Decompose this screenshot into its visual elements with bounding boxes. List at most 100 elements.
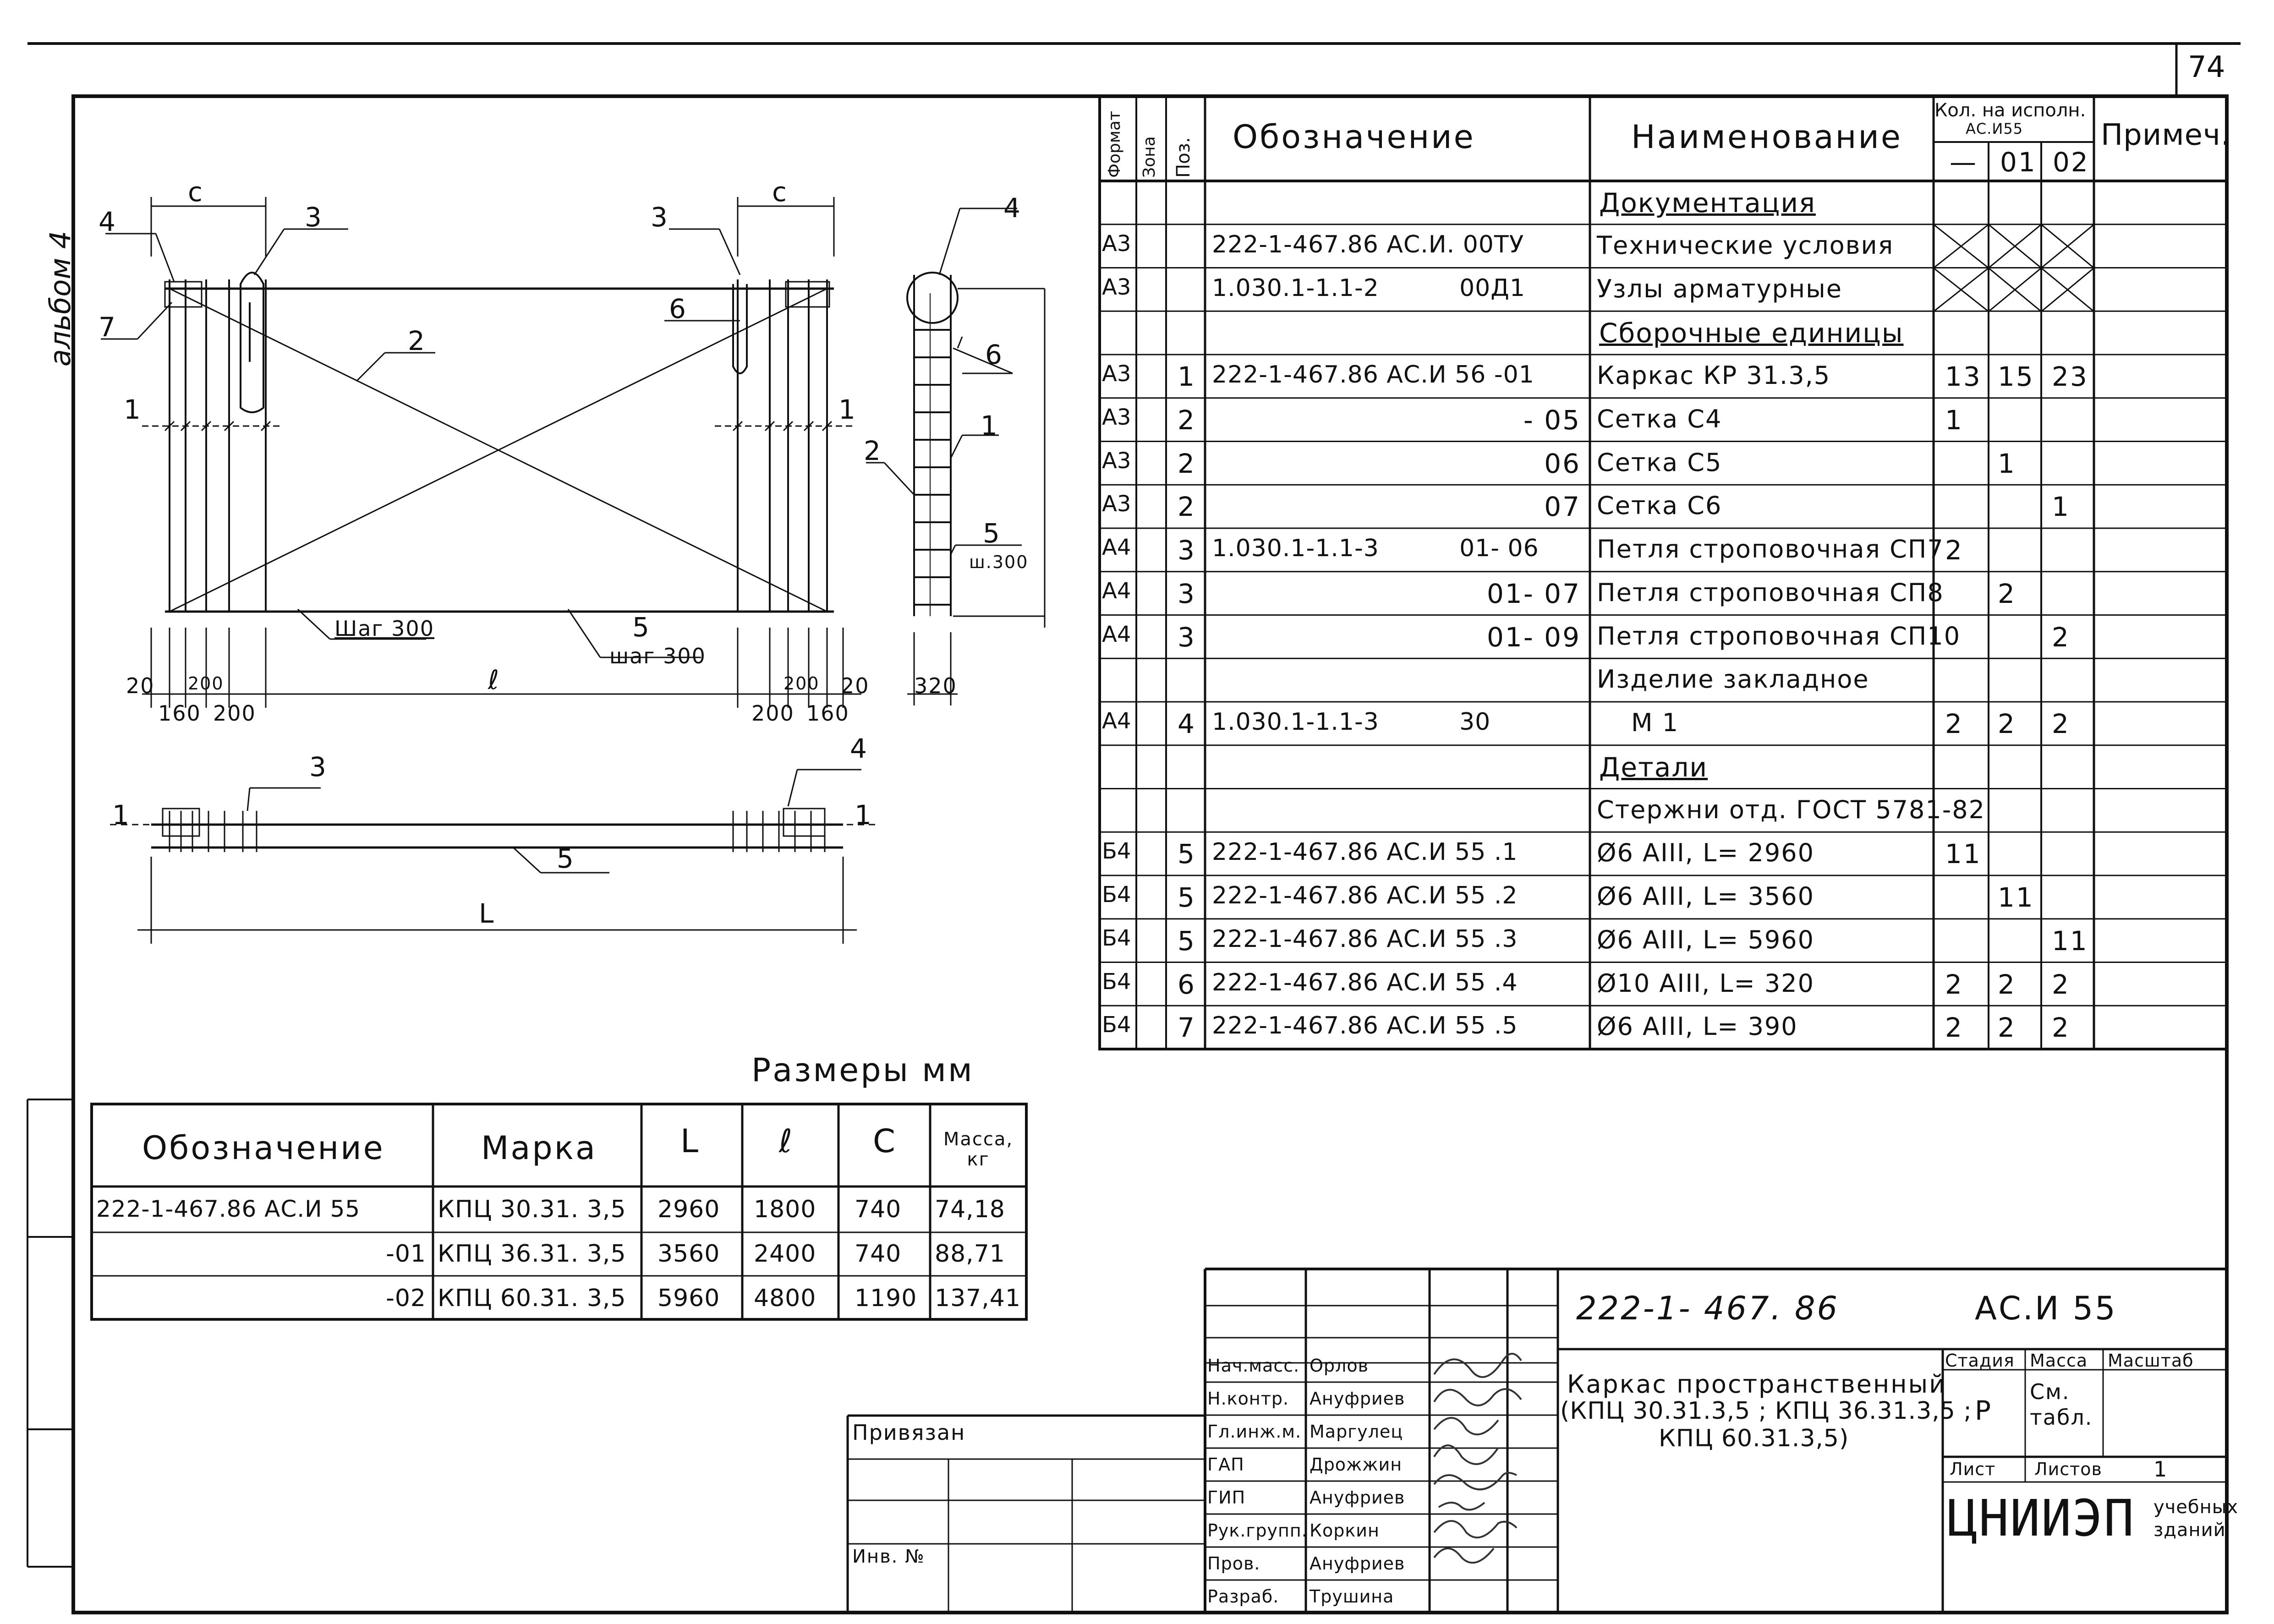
spec-row-qty1: 15	[1998, 361, 2034, 392]
spec-row-pos: 1	[1178, 361, 1196, 392]
spec-row-format: А4	[1102, 578, 1131, 604]
spec-row-name: Изделие закладное	[1597, 665, 1869, 694]
spec-row-pos: 2	[1178, 491, 1196, 523]
spec-row-designation: 1.030.1-1.1-3 01- 06	[1212, 535, 1539, 562]
spec-row-pos: 7	[1178, 1012, 1196, 1044]
spec-row-designation: 06	[1544, 448, 1581, 479]
dim-l-small: ℓ	[488, 664, 500, 695]
spec-row-name: Сетка С6	[1597, 491, 1722, 520]
sizes-cell-3: 4800	[754, 1285, 816, 1312]
label-pos6-side: 6	[985, 339, 1003, 370]
sizes-table-grid	[90, 1103, 1028, 1321]
bar-tick	[224, 421, 235, 432]
bar-tick	[260, 421, 271, 432]
spec-row-format: Б4	[1102, 925, 1131, 951]
title-sheets-hdr: Листов	[2034, 1459, 2102, 1479]
bar-tick	[803, 421, 814, 432]
spec-row-designation: 222-1-467.86 АС.И 55 .4	[1212, 968, 1518, 996]
spec-row-name: Ø6 АIII, L= 3560	[1597, 882, 1814, 911]
spec-row-name: Ø6 АIII, L= 5960	[1597, 925, 1814, 954]
spec-row-name: Ø6 АIII, L= 2960	[1597, 838, 1814, 868]
spec-row-qty0: 2	[1945, 535, 1963, 566]
sizes-cell-0: -02	[386, 1285, 426, 1312]
spec-header-qty-col1: 01	[2000, 147, 2037, 178]
label-pos2-side: 2	[864, 435, 882, 466]
label-c-left: c	[188, 176, 204, 208]
spec-row-designation: 01- 07	[1487, 578, 1581, 609]
person-name: Дрожжин	[1310, 1454, 1403, 1475]
person-role: ГИП	[1207, 1487, 1246, 1508]
spec-row-name: М 1	[1631, 708, 1679, 737]
spec-row-qty1: 2	[1998, 968, 2016, 1000]
spec-row-designation: 222-1-467.86 АС.И 55 .5	[1212, 1012, 1518, 1040]
spec-row-format: А3	[1102, 404, 1131, 430]
person-name: Ануфриев	[1310, 1487, 1405, 1508]
sizes-cell-2: 2960	[658, 1196, 720, 1223]
person-name: Трушина	[1310, 1586, 1394, 1607]
label-pos5-plan: 5	[557, 843, 575, 874]
spec-row-pos: 2	[1178, 404, 1196, 436]
spec-row-pos: 5	[1178, 882, 1196, 913]
spec-row-pos: 4	[1178, 708, 1196, 739]
spec-row-name: Ø6 АIII, L= 390	[1597, 1012, 1798, 1041]
front-view-ticks	[164, 421, 833, 432]
title-stage: Р	[1975, 1395, 1992, 1426]
spec-row-designation: 222-1-467.86 АС.И. 00ТУ	[1212, 230, 1524, 258]
spec-row-pos: 3	[1178, 535, 1196, 566]
spec-row-qty2: 2	[2052, 968, 2070, 1000]
spec-row-name: Стержни отд. ГОСТ 5781-82	[1597, 795, 1985, 824]
title-inv: Инв. №	[852, 1546, 925, 1567]
sizes-header-mark: Марка	[481, 1129, 597, 1167]
spec-row-name: Сетка С5	[1597, 448, 1722, 477]
spec-row-pos: 5	[1178, 925, 1196, 957]
spec-row-format: А3	[1102, 230, 1131, 257]
spec-row-format: Б4	[1102, 838, 1131, 864]
label-pos3-plan: 3	[309, 751, 328, 782]
spec-row-qty0: 2	[1945, 968, 1963, 1000]
title-mass-hdr: Масса	[2030, 1351, 2088, 1371]
dim-L-plan: L	[479, 898, 495, 929]
label-step-300-lower: шаг 300	[609, 644, 706, 668]
dim-200-left2: 200	[213, 701, 256, 726]
spec-row-qty0: 1	[1945, 404, 1963, 436]
dim-20-right: 20	[841, 673, 870, 698]
spec-row-qty2: 11	[2052, 925, 2088, 957]
person-role: Гл.инж.м.	[1207, 1422, 1302, 1442]
spec-row-format: А3	[1102, 448, 1131, 474]
sizes-header-l: ℓ	[779, 1122, 794, 1160]
spec-row-pos: 6	[1178, 968, 1196, 1000]
dim-20-left: 20	[126, 673, 155, 698]
spec-row-format: А4	[1102, 708, 1131, 734]
spec-row-designation: 222-1-467.86 АС.И 56 -01	[1212, 361, 1534, 388]
spec-row-designation: 1.030.1-1.1-2 00Д1	[1212, 274, 1525, 302]
title-doc-code: 222-1- 467. 86	[1576, 1290, 1840, 1327]
title-sheets: 1	[2153, 1457, 2168, 1482]
person-role: ГАП	[1207, 1454, 1244, 1475]
title-block-grid	[846, 1268, 2227, 1613]
bar-tick	[822, 421, 833, 432]
side-view	[866, 208, 1046, 705]
sizes-cell-4: 740	[855, 1240, 902, 1268]
spec-row-designation: 222-1-467.86 АС.И 55 .3	[1212, 925, 1518, 953]
spec-row-name: Каркас КР 31.3,5	[1597, 361, 1831, 390]
spec-row-qty0: 2	[1945, 708, 1963, 739]
sizes-cell-1: КПЦ 30.31. 3,5	[438, 1196, 626, 1223]
sizes-cell-4: 1190	[855, 1285, 917, 1312]
spec-row-name: Детали	[1599, 751, 1708, 783]
dim-160-right: 160	[806, 701, 849, 726]
spec-header-note: Примеч.	[2101, 118, 2231, 152]
spec-header-qty-sub: АС.И55	[1966, 120, 2023, 137]
person-role: Пров.	[1207, 1553, 1260, 1574]
title-sheet-hdr: Лист	[1950, 1459, 1996, 1479]
sizes-cell-5: 137,41	[935, 1285, 1021, 1312]
spec-row-format: Б4	[1102, 968, 1131, 995]
spec-row-format: Б4	[1102, 1012, 1131, 1038]
album-label: альбом 4	[44, 230, 77, 366]
label-pos5-side: 5	[983, 518, 1001, 549]
spec-row-name: Ø10 АIII, L= 320	[1597, 968, 1814, 998]
spec-row-qty2: 1	[2052, 491, 2070, 523]
bar-tick	[180, 421, 191, 432]
sizes-title: Размеры мм	[751, 1051, 974, 1089]
sizes-cell-5: 74,18	[935, 1196, 1005, 1223]
